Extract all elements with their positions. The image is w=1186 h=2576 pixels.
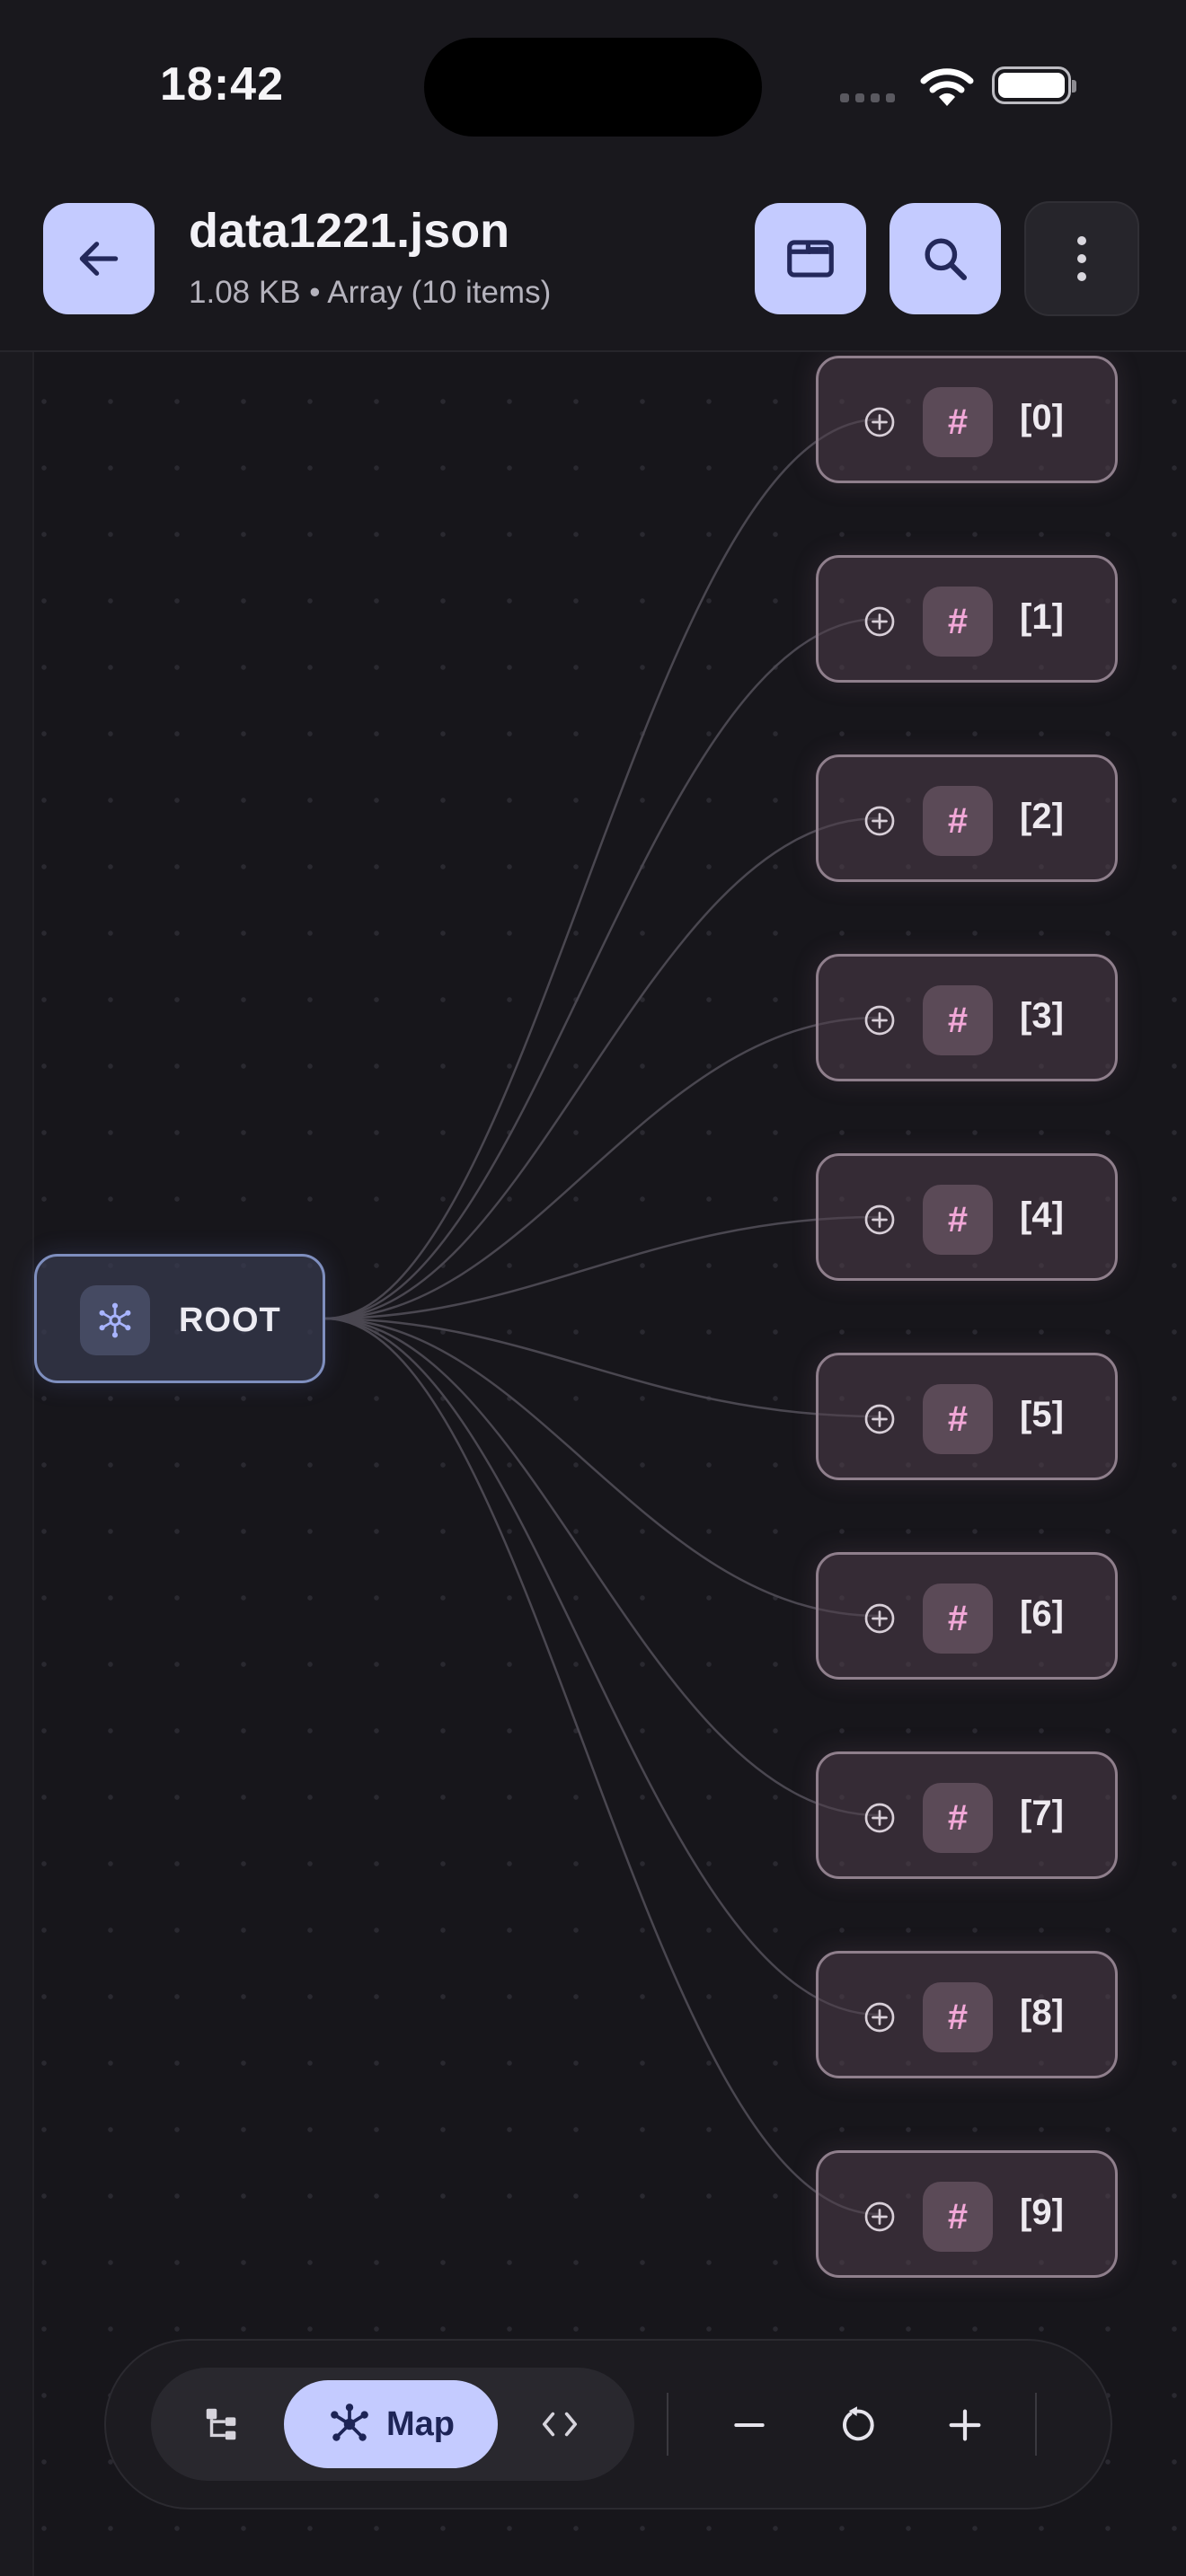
arrow-left-icon bbox=[79, 242, 119, 276]
number-type-badge: # bbox=[923, 1783, 993, 1853]
status-time: 18:42 bbox=[160, 58, 284, 110]
hub-icon bbox=[80, 1285, 150, 1355]
array-item-node[interactable]: # [3] bbox=[816, 954, 1118, 1081]
more-vertical-icon bbox=[1077, 236, 1086, 281]
number-type-badge: # bbox=[923, 985, 993, 1055]
expand-plus-icon[interactable] bbox=[862, 1800, 898, 1836]
array-index-label: [3] bbox=[1020, 996, 1064, 1036]
expand-plus-icon[interactable] bbox=[862, 2199, 898, 2235]
search-button[interactable] bbox=[890, 203, 1001, 314]
array-item-node[interactable]: # [8] bbox=[816, 1951, 1118, 2078]
number-type-badge: # bbox=[923, 387, 993, 457]
graph-link bbox=[324, 1215, 880, 1320]
array-index-label: [4] bbox=[1020, 1195, 1064, 1235]
view-switcher: Map bbox=[151, 2368, 634, 2481]
app-header: data1221.json 1.08 KB • Array (10 items) bbox=[0, 171, 1186, 352]
tree-view-button[interactable] bbox=[173, 2380, 271, 2468]
array-index-label: [5] bbox=[1020, 1395, 1064, 1434]
graph-canvas[interactable]: ROOT # [0] # [1] # [2] # [3] # [4] # [5] # [6] # [7] # [8… bbox=[0, 352, 1186, 2576]
expand-plus-icon[interactable] bbox=[862, 604, 898, 640]
root-node[interactable]: ROOT bbox=[34, 1254, 325, 1383]
canvas-edge bbox=[0, 352, 34, 2576]
array-index-label: [9] bbox=[1020, 2192, 1064, 2232]
minus-icon bbox=[734, 2422, 765, 2428]
array-index-label: [7] bbox=[1020, 1794, 1064, 1833]
root-label: ROOT bbox=[179, 1301, 281, 1339]
array-item-node[interactable]: # [2] bbox=[816, 754, 1118, 882]
array-item-node[interactable]: # [0] bbox=[816, 356, 1118, 483]
array-item-node[interactable]: # [4] bbox=[816, 1153, 1118, 1281]
array-index-label: [1] bbox=[1020, 597, 1064, 637]
cellular-signal-icon bbox=[840, 93, 895, 102]
status-bar: 18:42 bbox=[0, 0, 1186, 171]
tree-view-icon bbox=[206, 2408, 236, 2440]
graph-link bbox=[324, 816, 880, 1320]
zoom-in-button[interactable] bbox=[920, 2380, 1010, 2470]
graph-link bbox=[324, 1317, 880, 1418]
graph-links bbox=[324, 418, 880, 2216]
wifi-icon bbox=[920, 68, 974, 106]
array-item-node[interactable]: # [9] bbox=[816, 2150, 1118, 2278]
search-icon bbox=[925, 238, 968, 281]
number-type-badge: # bbox=[923, 786, 993, 856]
expand-plus-icon[interactable] bbox=[862, 1601, 898, 1636]
battery-icon bbox=[992, 66, 1076, 104]
back-button[interactable] bbox=[43, 203, 155, 314]
array-item-node[interactable]: # [6] bbox=[816, 1552, 1118, 1680]
graph-link bbox=[324, 1317, 880, 2216]
expand-plus-icon[interactable] bbox=[862, 1401, 898, 1437]
expand-plus-icon[interactable] bbox=[862, 1202, 898, 1238]
graph-link bbox=[324, 617, 880, 1320]
array-item-node[interactable]: # [1] bbox=[816, 555, 1118, 683]
number-type-badge: # bbox=[923, 1584, 993, 1654]
zoom-out-button[interactable] bbox=[704, 2380, 794, 2470]
expand-plus-icon[interactable] bbox=[862, 1999, 898, 2035]
number-type-badge: # bbox=[923, 2182, 993, 2252]
graph-link bbox=[324, 1317, 880, 2016]
number-type-badge: # bbox=[923, 1982, 993, 2052]
code-view-icon bbox=[542, 2412, 578, 2437]
expand-plus-icon[interactable] bbox=[862, 404, 898, 440]
array-item-node[interactable]: # [5] bbox=[816, 1353, 1118, 1480]
number-type-badge: # bbox=[923, 587, 993, 657]
array-index-label: [8] bbox=[1020, 1993, 1064, 2033]
graph-link bbox=[324, 1317, 880, 1817]
panel-icon bbox=[787, 240, 834, 278]
reset-view-button[interactable] bbox=[812, 2380, 902, 2470]
file-title: data1221.json bbox=[189, 204, 510, 258]
code-view-button[interactable] bbox=[507, 2380, 613, 2468]
graph-link bbox=[324, 1016, 880, 1320]
graph-link bbox=[324, 418, 880, 1320]
graph-link bbox=[324, 1317, 880, 1618]
expand-plus-icon[interactable] bbox=[862, 803, 898, 839]
number-type-badge: # bbox=[923, 1384, 993, 1454]
map-view-label: Map bbox=[386, 2404, 455, 2443]
array-index-label: [2] bbox=[1020, 797, 1064, 836]
expand-plus-icon[interactable] bbox=[862, 1002, 898, 1038]
reset-icon bbox=[843, 2406, 874, 2441]
plus-icon bbox=[949, 2409, 981, 2441]
more-menu-button[interactable] bbox=[1024, 201, 1139, 316]
graph-map-icon bbox=[331, 2404, 368, 2441]
map-view-button[interactable]: Map bbox=[284, 2380, 498, 2468]
toolbar-divider bbox=[667, 2393, 668, 2456]
dynamic-island bbox=[424, 38, 762, 137]
panel-button[interactable] bbox=[755, 203, 866, 314]
bottom-toolbar: Map bbox=[104, 2339, 1112, 2510]
number-type-badge: # bbox=[923, 1185, 993, 1255]
array-index-label: [6] bbox=[1020, 1594, 1064, 1634]
array-index-label: [0] bbox=[1020, 398, 1064, 437]
toolbar-divider bbox=[1035, 2393, 1037, 2456]
array-item-node[interactable]: # [7] bbox=[816, 1751, 1118, 1879]
file-subtitle: 1.08 KB • Array (10 items) bbox=[189, 275, 552, 310]
